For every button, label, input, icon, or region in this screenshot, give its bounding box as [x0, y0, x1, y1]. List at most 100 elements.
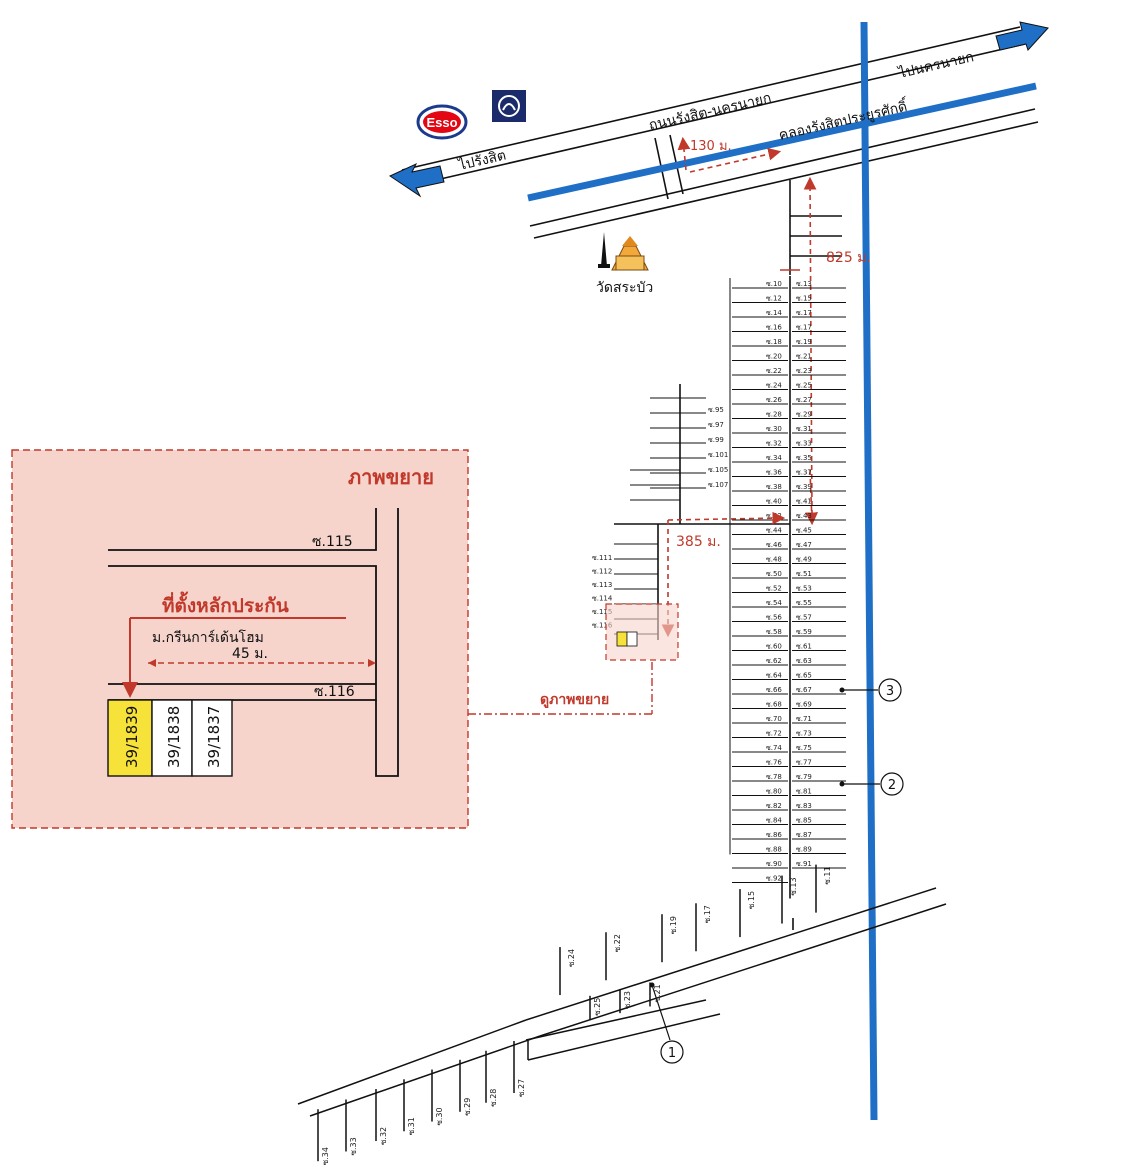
soi-label-left: ซ.26 [766, 396, 782, 404]
soi-label-right: ซ.87 [796, 831, 812, 839]
svg-text:3: 3 [886, 684, 894, 699]
inset-distance-arrow-right [368, 659, 376, 667]
soi-label-right: ซ.31 [796, 425, 812, 433]
soi-label-left: ซ.58 [766, 628, 782, 636]
branch-lower-label: ซ.112 [592, 568, 612, 576]
distance-825-annotation [780, 176, 819, 526]
soi-label-left: ซ.64 [766, 672, 782, 680]
soi-label-right: ซ.49 [796, 556, 812, 564]
branch-lower-label: ซ.114 [592, 595, 613, 603]
soi-label-left: ซ.46 [766, 541, 782, 549]
branch-lower-label: ซ.113 [592, 581, 612, 589]
soi-label-right: ซ.41 [796, 498, 812, 506]
svg-text:2: 2 [888, 778, 896, 793]
soi-label-right: ซ.53 [796, 585, 812, 593]
temple-label: วัดสระบัว [596, 280, 653, 296]
soi-label-left: ซ.56 [766, 614, 782, 622]
soi-label-right: ซ.39 [796, 483, 812, 491]
soi-label-left: ซ.54 [766, 599, 782, 607]
inset-headline: ที่ตั้งหลักประกัน [162, 591, 289, 617]
plot-label-1837: 39/1837 [205, 706, 223, 768]
direction-arrow-west [388, 162, 445, 198]
target-plot-marker [616, 631, 628, 647]
soi-label-right: ซ.81 [796, 788, 812, 796]
soi-label-left: ซ.40 [766, 498, 782, 506]
bottom-mid-soi-label: ซ.23 [623, 991, 632, 1009]
branch-upper-label: ซ.101 [708, 451, 728, 459]
bottom-north-soi-label: ซ.13 [789, 877, 798, 895]
branch-lower-label: ซ.111 [592, 554, 612, 562]
soi-label-left: ซ.52 [766, 585, 782, 593]
bank-logo-icon [492, 90, 526, 122]
bottom-south-soi-label: ซ.29 [463, 1098, 472, 1116]
soi-label-left: ซ.38 [766, 483, 782, 491]
soi-label-left: ซ.62 [766, 657, 782, 665]
inset-link-line [468, 662, 653, 715]
plot-39-1837 [191, 699, 233, 777]
soi-label-right: ซ.45 [796, 527, 812, 535]
bottom-north-soi-label: ซ.22 [613, 934, 622, 952]
bottom-south-soi-label: ซ.27 [517, 1079, 526, 1097]
soi-label-left: ซ.48 [766, 556, 782, 564]
soi-label-left: ซ.32 [766, 440, 782, 448]
branch-upper-label: ซ.97 [708, 421, 724, 429]
marker-3: 3 [839, 678, 902, 702]
soi-label-right: ซ.77 [796, 759, 812, 767]
soi-label-right: ซ.67 [796, 686, 812, 694]
svg-text:1: 1 [668, 1046, 676, 1061]
main-road-label: ถนนรังสิต-นครนายก [647, 90, 773, 134]
direction-arrow-east [995, 21, 1049, 51]
inset-distance-label: 45 ม. [232, 646, 268, 662]
inset-title: ภาพขยาย [348, 465, 434, 489]
soi-label-left: ซ.80 [766, 788, 782, 796]
soi-label-right: ซ.83 [796, 802, 812, 810]
soi-label-left: ซ.22 [766, 367, 782, 375]
branch-lower-label: ซ.116 [592, 622, 613, 630]
soi-label-right: ซ.79 [796, 773, 812, 781]
soi-label-left: ซ.66 [766, 686, 782, 694]
soi-label-right: ซ.57 [796, 614, 812, 622]
soi-label-right: ซ.73 [796, 730, 812, 738]
esso-logo-icon: Esso [416, 104, 468, 140]
branch-upper-label: ซ.105 [708, 466, 728, 474]
soi-label-right: ซ.13 [796, 280, 812, 288]
soi-label-right: ซ.23 [796, 367, 812, 375]
soi-label-left: ซ.92 [766, 875, 782, 883]
soi-label-right: ซ.35 [796, 454, 812, 462]
soi-label-right: ซ.75 [796, 744, 812, 752]
soi-label-right: ซ.17 [796, 324, 812, 332]
bottom-south-soi-label: ซ.31 [407, 1117, 416, 1135]
bottom-south-soi-label: ซ.34 [321, 1147, 330, 1165]
bottom-mid-soi-label: ซ.25 [593, 998, 602, 1016]
soi-label-right: ซ.63 [796, 657, 812, 665]
soi-label-left: ซ.18 [766, 338, 782, 346]
soi-label-left: ซ.76 [766, 759, 782, 767]
branch-upper-label: ซ.107 [708, 481, 728, 489]
soi-label-right: ซ.65 [796, 672, 812, 680]
inset-roads [108, 508, 399, 777]
inset-plots: 39/1839 39/1838 39/1837 [107, 699, 233, 777]
bottom-north-soi-label: ซ.15 [747, 891, 756, 909]
main-road [401, 26, 1039, 239]
soi-label-right: ซ.21 [796, 353, 812, 361]
branch-upper-label: ซ.95 [708, 406, 724, 414]
inset-link-label: ดูภาพขยาย [540, 692, 609, 708]
soi-label-right: ซ.47 [796, 541, 812, 549]
soi-label-left: ซ.68 [766, 701, 782, 709]
inset-panel: ภาพขยาย ซ.115 ซ.116 ที่ตั้งหลักประกัน ม.… [11, 449, 469, 829]
soi-label-right: ซ.61 [796, 643, 812, 651]
bottom-north-soi-label: ซ.24 [567, 949, 576, 967]
soi-label-right: ซ.29 [796, 411, 812, 419]
main-soi-spine: ซ.10ซ.12ซ.14ซ.16ซ.18ซ.20ซ.22ซ.24ซ.26ซ.28… [729, 276, 846, 899]
bottom-south-soi-label: ซ.32 [379, 1127, 388, 1145]
neighbor-plot-marker [626, 631, 638, 647]
soi-label-right: ซ.91 [796, 860, 812, 868]
soi-label-left: ซ.60 [766, 643, 782, 651]
vertical-canal [860, 21, 878, 1121]
svg-text:Esso: Esso [426, 115, 457, 130]
inset-distance-arrow-left [148, 659, 156, 667]
soi-label-right: ซ.59 [796, 628, 812, 636]
